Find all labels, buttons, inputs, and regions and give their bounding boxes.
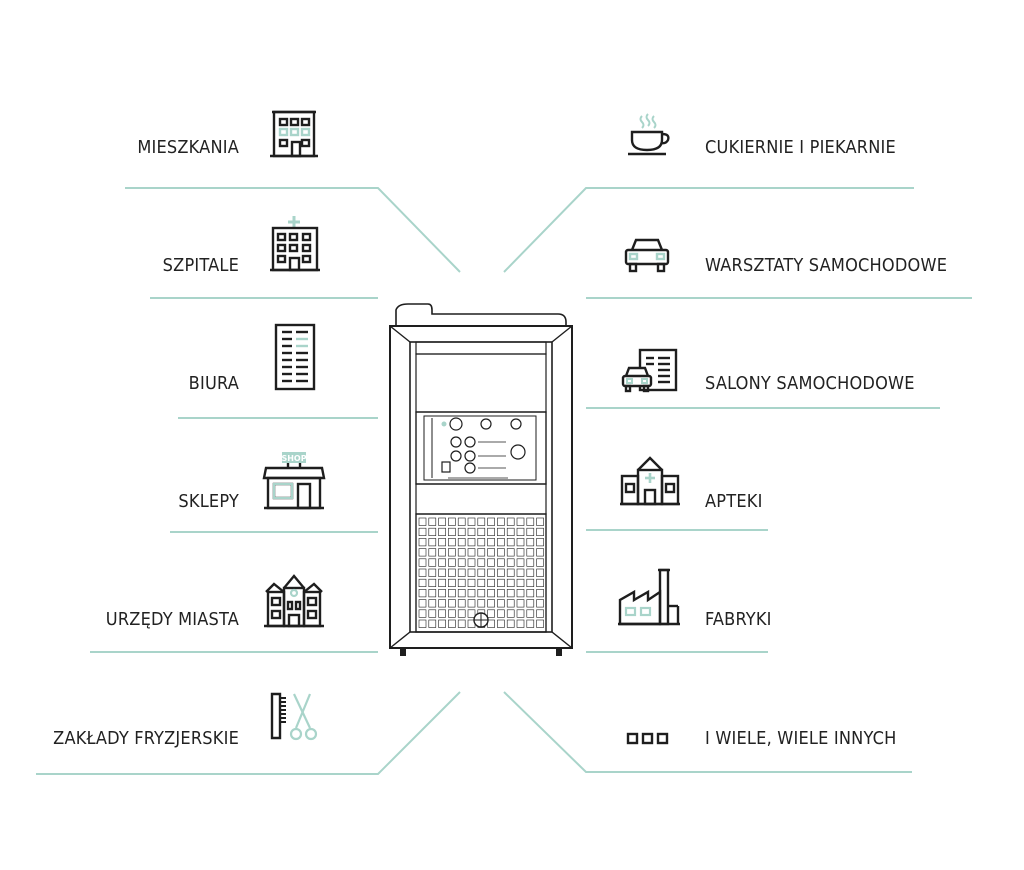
label-sklepy: SKLEPY [178, 491, 239, 512]
car-icon [624, 238, 670, 273]
apartment-building-icon [270, 110, 318, 158]
svg-text:SHOP: SHOP [281, 454, 306, 463]
label-mieszkania: MIESZKANIA [137, 137, 239, 158]
shop-icon: SHOP [262, 452, 326, 510]
factory-icon [618, 568, 680, 626]
label-salony: SALONY SAMOCHODOWE [705, 373, 915, 394]
car-dealer-icon [621, 348, 678, 393]
comb-scissors-icon [270, 692, 318, 741]
label-fabryki: FABRYKI [705, 609, 772, 630]
city-hall-icon [264, 574, 324, 628]
pharmacy-icon [620, 456, 680, 506]
label-apteki: APTEKI [705, 491, 763, 512]
label-zaklady-fryzjerskie: ZAKŁADY FRYZJERSKIE [53, 728, 239, 749]
label-urzedy-miasta: URZĘDY MIASTA [105, 609, 239, 630]
label-szpitale: SZPITALE [162, 255, 239, 276]
office-building-icon [274, 323, 316, 391]
label-inne: I WIELE, WIELE INNYCH [705, 728, 897, 749]
sterilizer-device-icon [389, 303, 573, 656]
hospital-icon [270, 216, 320, 272]
connector-line-cukiernie [503, 187, 914, 273]
label-warsztaty: WARSZTATY SAMOCHODOWE [705, 255, 948, 276]
connector-line-fryzjerskie [36, 691, 461, 775]
label-biura: BIURA [188, 373, 239, 394]
connector-line-inne [503, 691, 912, 773]
label-cukiernie: CUKIERNIE I PIEKARNIE [705, 137, 896, 158]
connector-line-mieszkania [125, 187, 461, 273]
coffee-cup-icon [628, 113, 670, 156]
more-dots-icon [626, 732, 669, 745]
